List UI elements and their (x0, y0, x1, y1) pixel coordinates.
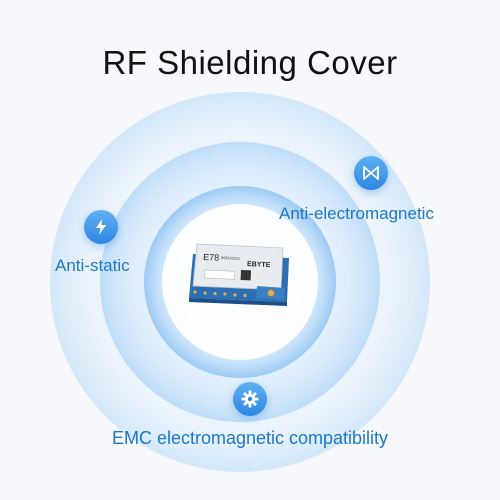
module-pcb-edge (189, 298, 287, 306)
rf-module-image: E78 868LN22S EBYTE (189, 243, 289, 306)
module-model: E78 (203, 252, 219, 263)
anti-static-label: Anti-static (55, 256, 130, 275)
gear-icon (241, 390, 259, 408)
module-pad (243, 293, 247, 298)
module-pad (233, 293, 237, 297)
bowtie-icon (363, 166, 379, 180)
module-model-sub: 868LN22S (221, 255, 240, 261)
module-brand: EBYTE (247, 261, 271, 269)
page-title: RF Shielding Cover (102, 44, 398, 81)
anti-electromagnetic-badge (354, 156, 388, 190)
module-pad (193, 290, 197, 294)
module-qr-code (240, 270, 251, 281)
module-pad (213, 291, 217, 296)
emc-label: EMC electromagnetic compatibility (111, 428, 389, 448)
module-barcode (204, 269, 236, 280)
module-antenna-connector (267, 289, 275, 297)
lightning-bolt-icon (96, 219, 106, 235)
module-pad (203, 291, 207, 295)
anti-electromagnetic-label: Anti-electromagnetic (279, 204, 434, 223)
module-pad (223, 292, 227, 296)
anti-static-badge (84, 210, 118, 244)
emc-badge (233, 382, 267, 416)
